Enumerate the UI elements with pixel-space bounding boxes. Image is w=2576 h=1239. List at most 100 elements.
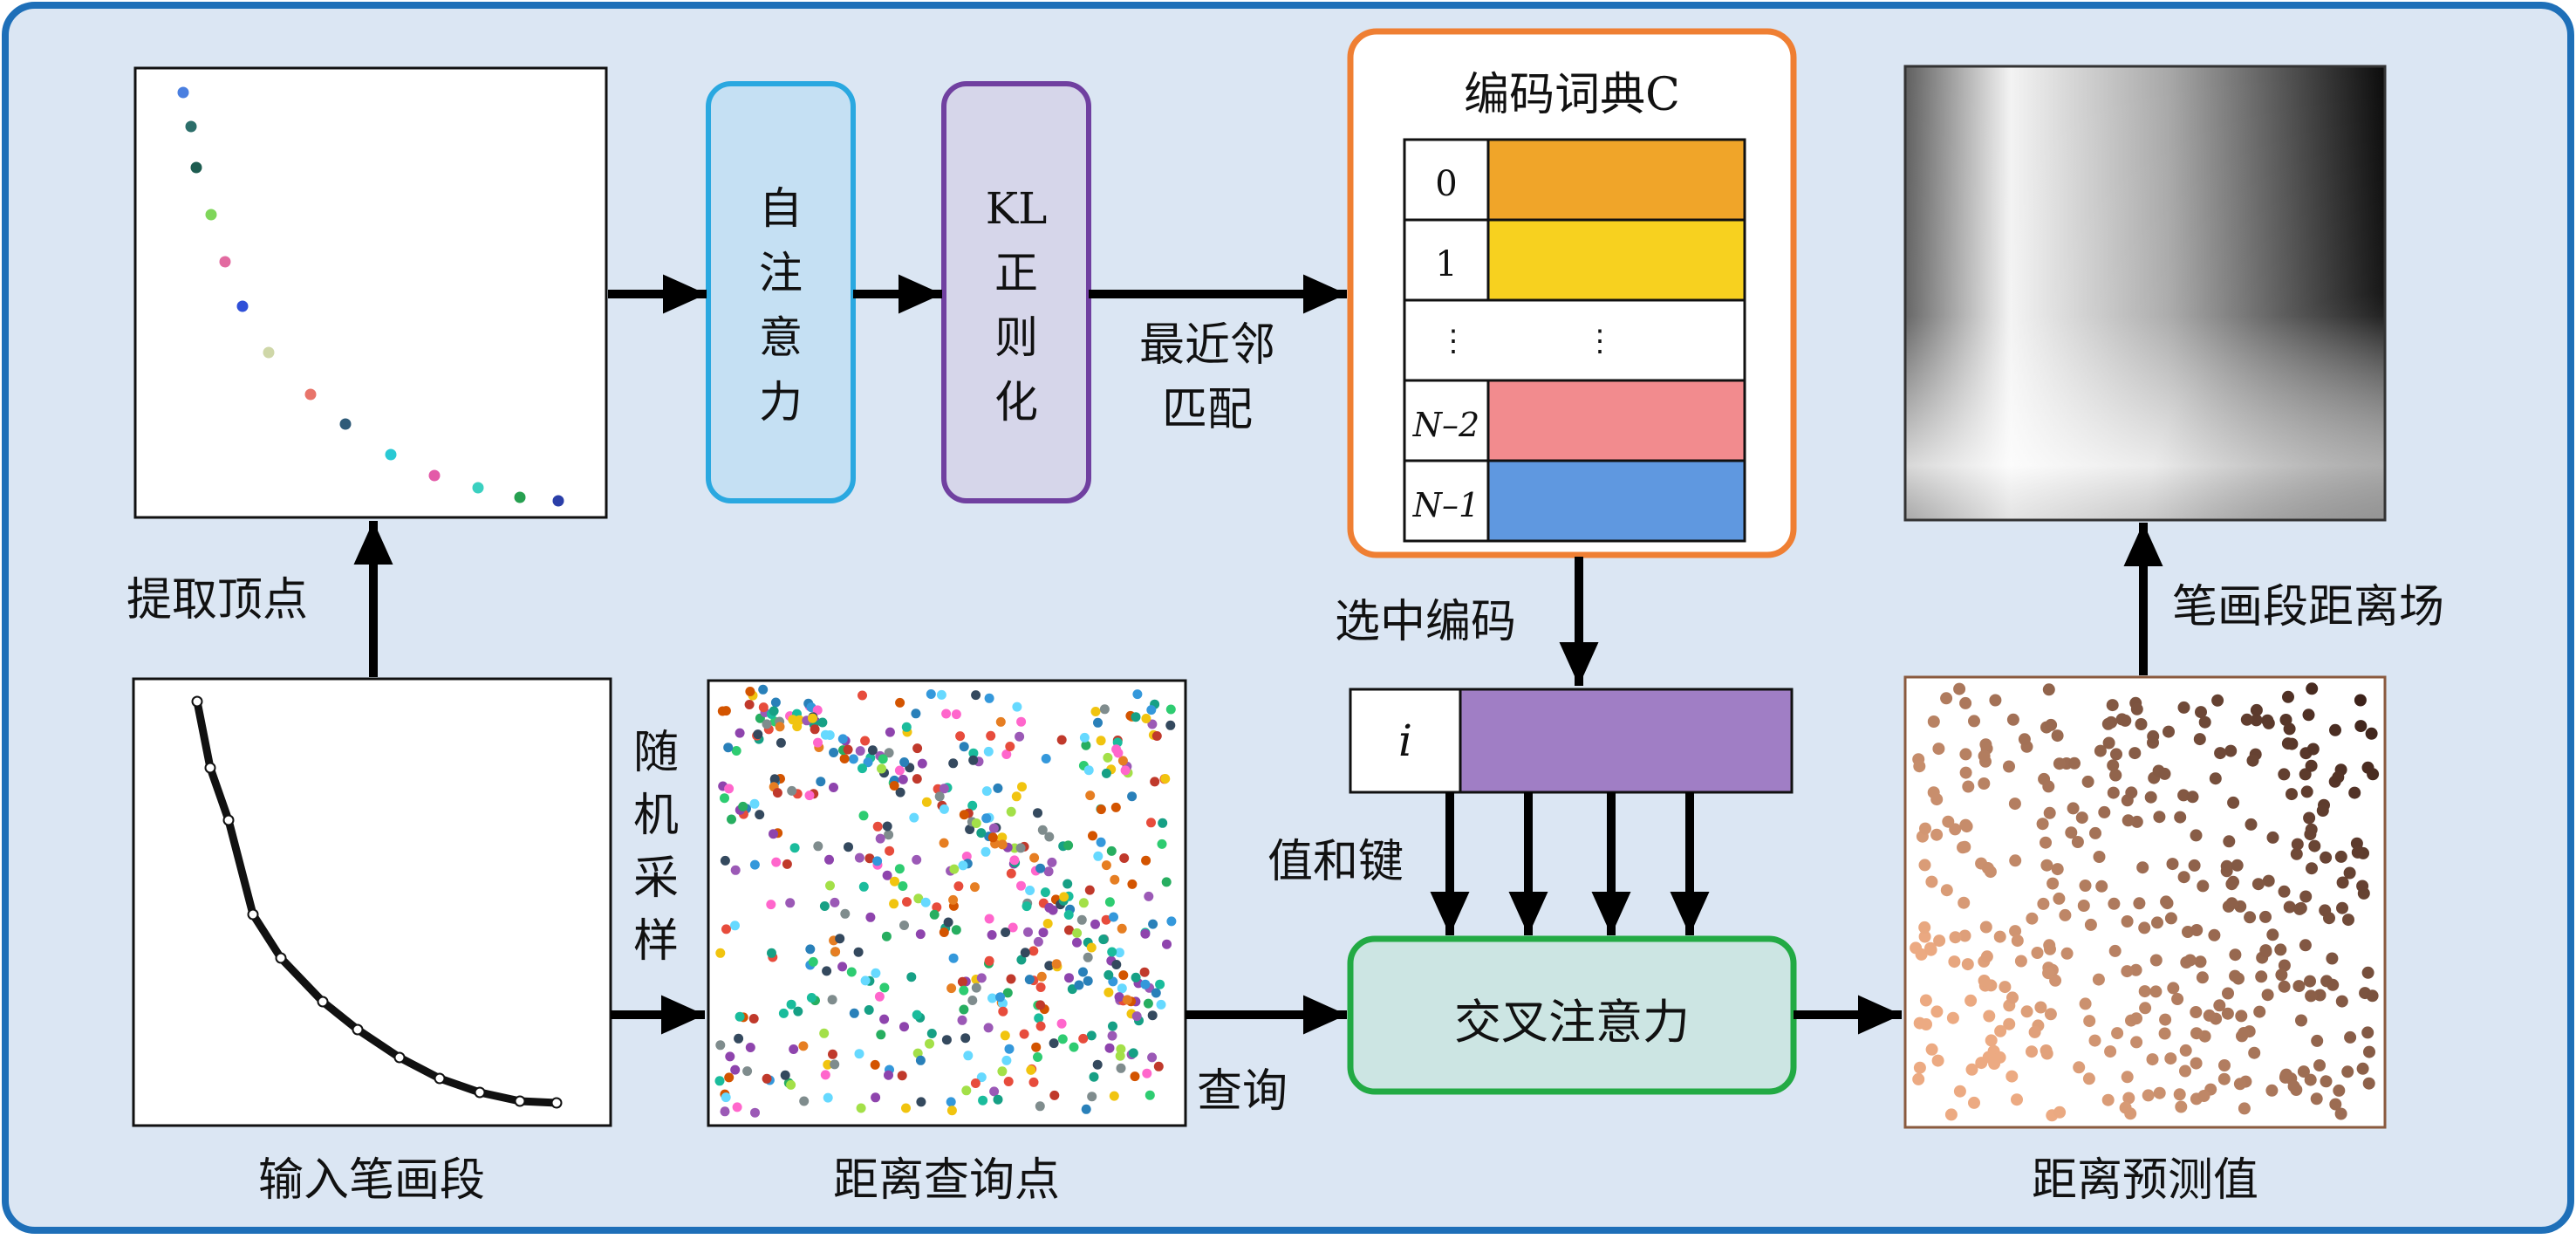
query-dot xyxy=(1104,987,1114,997)
nearest-neighbor-label: 匹配 xyxy=(1162,384,1253,436)
query-dot xyxy=(959,810,969,820)
prediction-dot xyxy=(2121,965,2134,978)
prediction-dot xyxy=(2135,718,2148,730)
prediction-dot xyxy=(2334,850,2347,863)
prediction-dot xyxy=(2130,1036,2143,1049)
prediction-dot xyxy=(2217,1072,2231,1085)
query-dot xyxy=(854,852,864,863)
query-dot xyxy=(1015,731,1025,742)
query-dot xyxy=(1001,928,1011,937)
prediction-dot xyxy=(2026,1045,2038,1058)
prediction-dot xyxy=(1946,1011,1959,1024)
query-dot xyxy=(798,1041,809,1051)
prediction-dot xyxy=(2037,897,2050,910)
query-dot xyxy=(1151,988,1161,998)
prediction-dot xyxy=(2177,701,2190,714)
prediction-dot xyxy=(2110,748,2122,761)
query-dot xyxy=(799,1096,810,1106)
query-dot xyxy=(819,1028,830,1038)
prediction-dot xyxy=(2147,729,2160,743)
query-dot xyxy=(981,813,992,824)
query-dot xyxy=(840,908,851,919)
query-dot xyxy=(1031,1042,1042,1052)
query-dot xyxy=(762,719,772,729)
prediction-dot xyxy=(2121,1071,2134,1084)
prediction-dot xyxy=(2079,997,2092,1010)
query-dot xyxy=(1090,707,1101,716)
cross-attention-label: 交叉注意力 xyxy=(1454,995,1690,1050)
query-dot xyxy=(879,1014,890,1024)
query-dot xyxy=(820,1070,830,1080)
prediction-dot xyxy=(2119,1101,2132,1114)
prediction-dot xyxy=(2342,914,2354,927)
query-dot xyxy=(1072,928,1083,938)
prediction-dot xyxy=(2053,757,2066,770)
query-dot xyxy=(1047,857,1057,867)
prediction-dot xyxy=(2221,1007,2234,1020)
query-dot xyxy=(744,700,755,709)
prediction-dot xyxy=(1958,896,1971,909)
prediction-dot xyxy=(1948,955,1961,969)
prediction-dot xyxy=(2366,989,2379,1003)
prediction-dot xyxy=(2361,966,2374,979)
query-dot xyxy=(971,982,981,993)
query-dot xyxy=(853,947,864,957)
prediction-dot xyxy=(2089,826,2101,839)
query-dot xyxy=(943,917,953,928)
query-dot xyxy=(987,930,997,940)
query-dot xyxy=(720,1106,730,1117)
query-dot xyxy=(1165,720,1176,730)
prediction-dot xyxy=(2121,915,2134,928)
prediction-dot xyxy=(1979,738,1992,751)
query-dot xyxy=(1160,774,1171,784)
query-dot xyxy=(1056,1018,1067,1029)
prediction-dot xyxy=(2279,1071,2292,1084)
codebook-table: 0 1 ⋮ ⋮ N–2 N–1 xyxy=(1403,138,1746,543)
prediction-dot xyxy=(2068,756,2081,770)
prediction-dot xyxy=(1912,1072,1925,1085)
self-attention-char: 自 xyxy=(759,183,803,234)
prediction-dot xyxy=(2223,835,2236,848)
query-dot xyxy=(769,829,778,839)
query-dot xyxy=(1155,979,1165,989)
query-dot xyxy=(867,745,878,756)
prediction-dot xyxy=(2119,714,2132,727)
query-dot xyxy=(822,966,832,976)
query-dot xyxy=(1009,855,1020,866)
prediction-dot xyxy=(2051,729,2064,743)
query-dot xyxy=(941,708,952,719)
query-dot xyxy=(805,944,816,955)
prediction-dot xyxy=(2248,1046,2261,1059)
query-dot xyxy=(912,743,923,754)
query-dot xyxy=(872,821,883,832)
prediction-dot xyxy=(2111,1027,2124,1040)
query-dot xyxy=(742,1066,753,1077)
codebook-title: 编码词典C xyxy=(1464,69,1680,121)
query-dot xyxy=(917,758,927,769)
prediction-dot xyxy=(1924,943,1937,956)
prediction-dot xyxy=(2138,985,2151,998)
prediction-dot xyxy=(2098,805,2111,818)
query-dot xyxy=(1023,927,1033,937)
prediction-dot xyxy=(2088,1034,2101,1047)
query-dot xyxy=(1099,704,1110,715)
query-dot xyxy=(939,928,949,937)
prediction-dot xyxy=(2266,928,2279,941)
random-sampling-char: 采 xyxy=(633,852,679,905)
query-dot xyxy=(955,731,966,742)
codebook-ellipsis-index: ⋮ xyxy=(1438,324,1468,359)
query-dot xyxy=(971,690,981,701)
vertex-dot xyxy=(385,448,397,461)
query-dot xyxy=(978,1095,988,1106)
query-dot xyxy=(1044,902,1055,913)
nearest-neighbor-label: 最近邻 xyxy=(1139,319,1275,372)
query-dot xyxy=(1041,754,1051,763)
prediction-dot xyxy=(2299,939,2312,952)
prediction-dot xyxy=(2092,973,2105,986)
prediction-dot xyxy=(2014,955,2027,968)
prediction-dot xyxy=(2287,1080,2300,1093)
prediction-dot xyxy=(2005,1070,2019,1083)
query-dot xyxy=(949,864,960,874)
vertex-dot xyxy=(472,482,484,494)
